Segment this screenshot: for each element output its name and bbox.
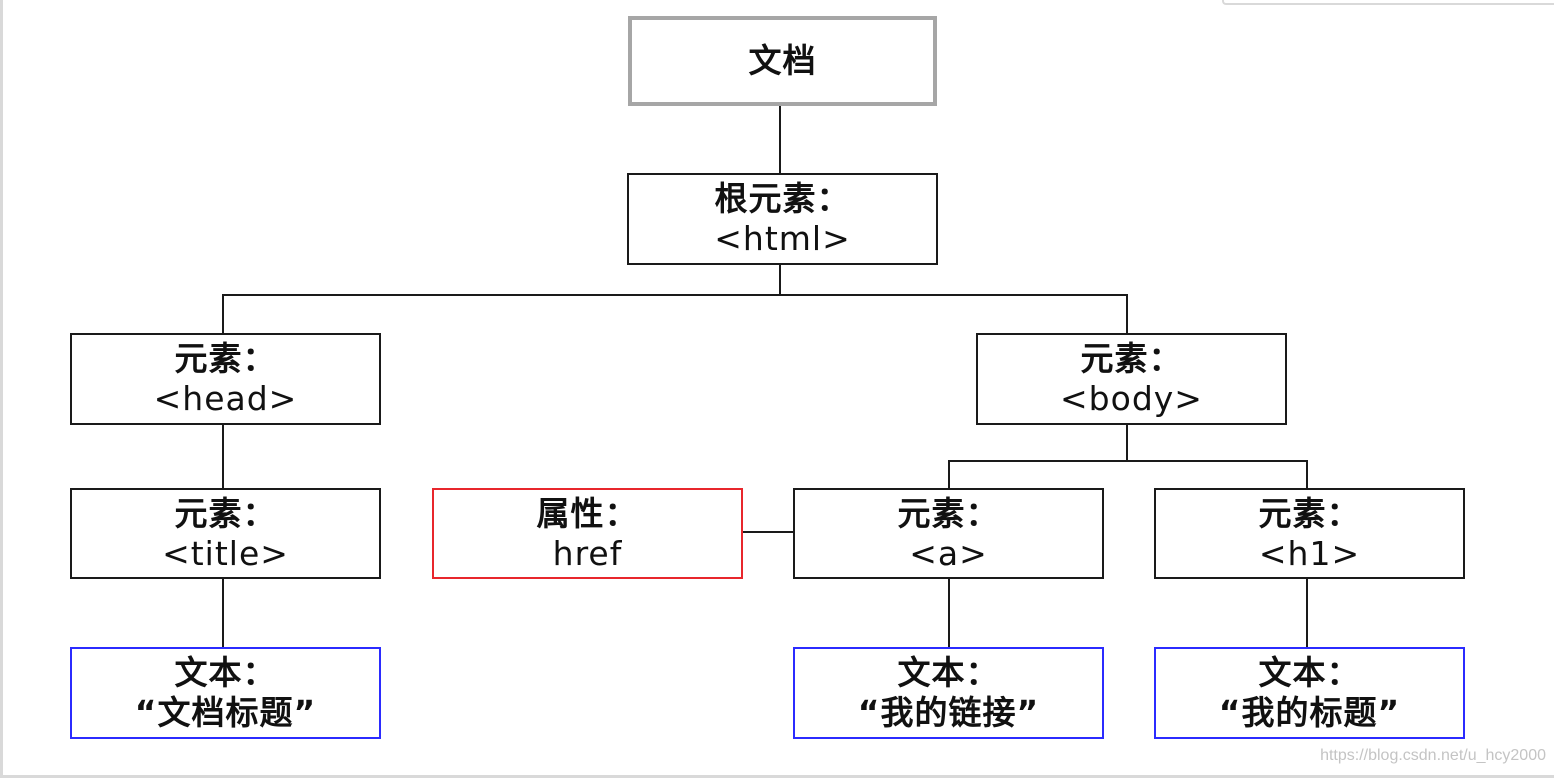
connector-branch-body <box>1126 294 1128 334</box>
h1-node-type-label: 元素： <box>1258 493 1361 533</box>
title-text-node-content: “文档标题” <box>134 693 317 732</box>
href-node-type-label: 属性： <box>536 493 639 533</box>
connector-branch-a <box>948 460 950 489</box>
a-node-type-label: 元素： <box>897 493 1000 533</box>
connector-html-branch <box>222 294 1128 296</box>
title-text-node: 文本： “文档标题” <box>70 647 381 739</box>
connector-a-text <box>948 578 950 648</box>
html-root-element-node: 根元素： <html> <box>627 173 938 265</box>
connector-body-branch <box>948 460 1308 462</box>
href-node-name-label: href <box>552 533 623 573</box>
a-text-node: 文本： “我的链接” <box>793 647 1104 739</box>
connector-href-a <box>741 531 795 533</box>
title-text-node-type-label: 文本： <box>174 653 277 692</box>
html-node-tag-label: <html> <box>714 219 851 258</box>
head-node-tag-label: <head> <box>153 379 298 418</box>
h1-element-node: 元素： <h1> <box>1154 488 1465 579</box>
a-element-node: 元素： <a> <box>793 488 1104 579</box>
body-node-type-label: 元素： <box>1080 339 1183 378</box>
head-node-type-label: 元素： <box>174 339 277 378</box>
a-text-node-type-label: 文本： <box>897 653 1000 692</box>
title-element-node: 元素： <title> <box>70 488 381 579</box>
connector-head-title <box>222 424 224 489</box>
body-element-node: 元素： <body> <box>976 333 1287 425</box>
connector-html-down <box>779 264 781 296</box>
connector-document-html <box>779 104 781 174</box>
title-node-tag-label: <title> <box>162 533 289 573</box>
h1-node-tag-label: <h1> <box>1258 533 1361 573</box>
a-node-tag-label: <a> <box>909 533 988 573</box>
frame-top-right-edge <box>1222 0 1554 5</box>
href-attribute-node: 属性： href <box>432 488 743 579</box>
head-element-node: 元素： <head> <box>70 333 381 425</box>
document-node-label: 文档 <box>748 41 817 80</box>
h1-text-node-content: “我的标题” <box>1218 693 1401 732</box>
title-node-type-label: 元素： <box>174 493 277 533</box>
connector-branch-head <box>222 294 224 334</box>
connector-h1-text <box>1306 578 1308 648</box>
a-text-node-content: “我的链接” <box>857 693 1040 732</box>
h1-text-node: 文本： “我的标题” <box>1154 647 1465 739</box>
frame-bottom-border <box>0 775 1554 778</box>
document-node: 文档 <box>628 16 937 106</box>
connector-body-down <box>1126 424 1128 462</box>
h1-text-node-type-label: 文本： <box>1258 653 1361 692</box>
frame-left-border <box>0 0 3 778</box>
html-node-type-label: 根元素： <box>714 179 851 218</box>
connector-title-text <box>222 578 224 648</box>
connector-branch-h1 <box>1306 460 1308 489</box>
watermark-url: https://blog.csdn.net/u_hcy2000 <box>1320 747 1546 764</box>
body-node-tag-label: <body> <box>1060 379 1203 418</box>
